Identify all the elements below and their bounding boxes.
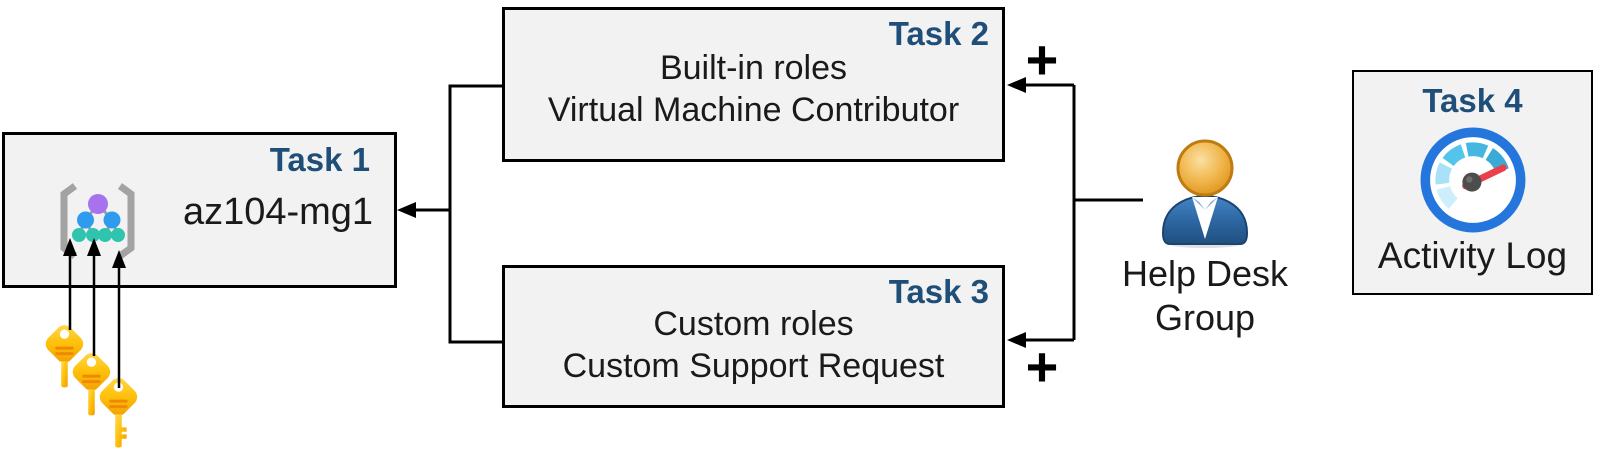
left-bracket-connector bbox=[397, 84, 502, 344]
task4-label: Task 4 bbox=[1422, 82, 1523, 119]
arrow-into-task2 bbox=[1007, 77, 1026, 93]
task2-line1: Built-in roles bbox=[659, 49, 848, 87]
key-icon-1 bbox=[45, 325, 84, 388]
task3-box: Task 3 Custom roles Custom Support Reque… bbox=[502, 265, 1005, 408]
task2-label: Task 2 bbox=[888, 15, 989, 52]
task3-text: Custom roles Custom Support Request bbox=[505, 303, 1002, 387]
user-icon bbox=[1161, 139, 1249, 248]
management-group-name: az104-mg1 bbox=[182, 191, 374, 233]
task1-label: Task 1 bbox=[269, 141, 370, 178]
task2-text: Built-in roles Virtual Machine Contribut… bbox=[505, 47, 1002, 131]
key-icon-2 bbox=[72, 353, 111, 416]
help-desk-label-line1: Help Desk bbox=[1121, 253, 1289, 294]
task4-box: Task 4 Activity Log bbox=[1352, 70, 1593, 295]
key-icon-3 bbox=[99, 378, 138, 448]
management-group-icon bbox=[60, 183, 135, 259]
task1-box: Task 1 az104-mg1 bbox=[2, 132, 397, 288]
activity-log-gauge-icon bbox=[1420, 127, 1525, 233]
arrow-into-task1 bbox=[397, 202, 416, 218]
task2-box: Task 2 Built-in roles Virtual Machine Co… bbox=[502, 7, 1005, 162]
task3-line1: Custom roles bbox=[653, 305, 854, 343]
plus-sign-bottom: + bbox=[1025, 335, 1059, 398]
task3-line2: Custom Support Request bbox=[562, 347, 945, 385]
task3-label: Task 3 bbox=[888, 273, 989, 310]
help-desk-label: Help Desk Group bbox=[1098, 252, 1312, 340]
help-desk-label-line2: Group bbox=[1154, 297, 1256, 338]
arrow-into-task3 bbox=[1007, 332, 1026, 348]
task2-line2: Virtual Machine Contributor bbox=[547, 91, 960, 129]
plus-sign-top: + bbox=[1025, 28, 1059, 91]
help-desk-group: Help Desk Group bbox=[1098, 136, 1312, 340]
activity-log-label: Activity Log bbox=[1377, 235, 1568, 276]
